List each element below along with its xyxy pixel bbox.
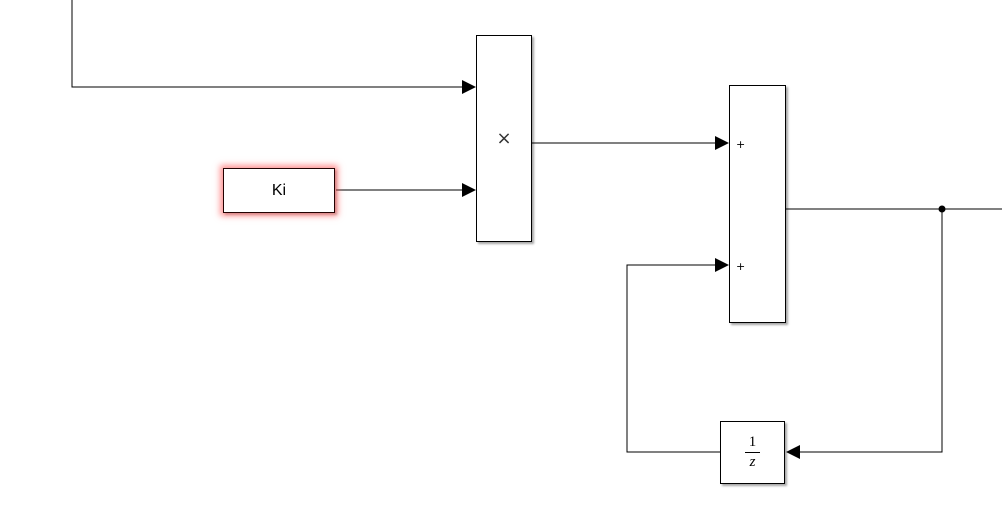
constant-block-ki[interactable]: Ki: [223, 168, 335, 213]
delay-denominator: z: [749, 453, 756, 470]
signal-line-input[interactable]: [71, 0, 462, 88]
arrowhead-sum-in1: [715, 136, 729, 150]
constant-block-label: Ki: [271, 181, 287, 199]
sum-block[interactable]: + +: [729, 85, 786, 323]
arrowhead-product-in2: [462, 183, 476, 197]
arrowhead-delay-in: [786, 445, 800, 459]
unit-delay-block[interactable]: 1 z: [720, 421, 785, 484]
delay-numerator: 1: [744, 434, 761, 453]
product-operator: ×: [496, 127, 512, 149]
arrowhead-product-in1: [462, 80, 476, 94]
sum-port-sign-1: +: [736, 138, 746, 151]
signal-line-delay-to-sum[interactable]: [626, 264, 720, 453]
sum-port-sign-2: +: [736, 260, 746, 273]
product-block[interactable]: ×: [476, 35, 532, 242]
arrowhead-sum-in2: [715, 258, 729, 272]
signal-line-feedback-branch[interactable]: [800, 209, 943, 453]
branch-point: [938, 205, 946, 213]
